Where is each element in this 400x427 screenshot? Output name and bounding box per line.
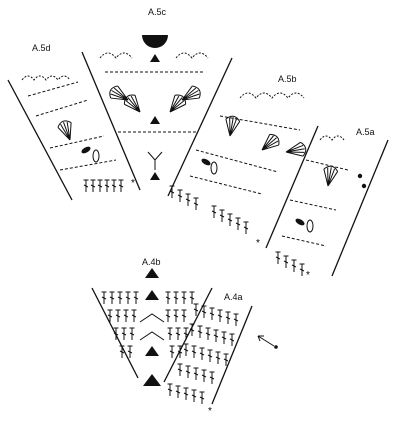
a5b-repeat-marker: * <box>256 238 260 249</box>
a5b-chain-row <box>189 175 263 195</box>
label-a5b: A.5b <box>278 74 297 84</box>
a5c-triangle-top <box>150 54 160 62</box>
start-dot <box>274 345 278 349</box>
a5a-chain-row <box>281 235 327 247</box>
a5c-section <box>99 35 209 180</box>
a5b-section: * <box>167 57 319 249</box>
a4b-stitch-rows <box>101 291 195 359</box>
a5a-fan-stitch <box>320 164 339 188</box>
a4b-triangle <box>145 290 159 300</box>
a5a-dot <box>357 173 363 179</box>
a4b-section <box>91 268 213 386</box>
a5c-chain-arches <box>99 52 209 59</box>
a5d-repeat-marker: * <box>131 178 135 189</box>
a5a-chain-row <box>289 199 337 211</box>
a5d-tr-row <box>83 179 124 193</box>
a5b-loop <box>210 161 218 175</box>
a5c-v-stitch <box>147 151 163 170</box>
label-a5a: A.5a <box>356 127 375 137</box>
a5b-fan-stitch-2 <box>257 131 283 156</box>
a5c-triangle-mid <box>150 116 160 124</box>
a5b-fan-stitch-side <box>284 141 308 160</box>
label-a5c: A.5c <box>148 7 167 17</box>
label-a4a: A.4a <box>224 292 243 302</box>
a4a-repeat-marker: * <box>208 406 212 417</box>
a5a-chain-row <box>305 159 349 171</box>
a5b-left-border <box>167 57 233 197</box>
a5d-fan-stitch <box>56 118 78 143</box>
a5d-right-border <box>81 51 141 191</box>
a5c-triangle-bottom <box>150 172 160 180</box>
a5a-section: * <box>275 135 389 281</box>
a5b-tr-row <box>169 185 249 235</box>
a5d-chain-arch <box>21 75 71 81</box>
a4b-triangle-bottom <box>143 374 161 386</box>
a4a-section: * <box>167 303 278 417</box>
a5d-left-border <box>7 79 73 201</box>
a5a-chain-arch <box>319 135 345 141</box>
a5a-picot <box>295 218 305 226</box>
a5d-section: * <box>7 51 141 201</box>
a5d-chain-row <box>49 135 105 149</box>
a4b-triangle-top <box>145 268 159 278</box>
a5d-chain-row <box>35 99 89 117</box>
a5d-picot <box>81 146 91 154</box>
label-a4b: A.4b <box>142 257 161 267</box>
a5a-loop <box>306 219 314 233</box>
a5a-repeat-marker: * <box>306 270 310 281</box>
a5b-picot <box>201 158 211 166</box>
a5b-chain-row <box>219 115 301 131</box>
a5a-tr-row <box>275 251 305 277</box>
a4b-v-stitches <box>139 313 165 341</box>
a4b-triangle <box>145 346 159 356</box>
a5b-chain-arch <box>239 92 305 99</box>
label-a5d: A.5d <box>32 43 51 53</box>
a5d-loop <box>92 149 100 163</box>
a5a-dot <box>361 183 367 189</box>
a5c-half-circle <box>142 35 168 48</box>
a5d-chain-row <box>59 159 117 171</box>
a5d-chain-row <box>27 81 79 97</box>
a5a-right-border <box>331 139 389 277</box>
a5b-right-border <box>265 125 319 249</box>
start-arrow-line <box>257 335 275 347</box>
a4a-right-border <box>211 305 253 405</box>
a5b-chain-row <box>195 149 279 173</box>
start-arrow-head <box>257 335 264 342</box>
